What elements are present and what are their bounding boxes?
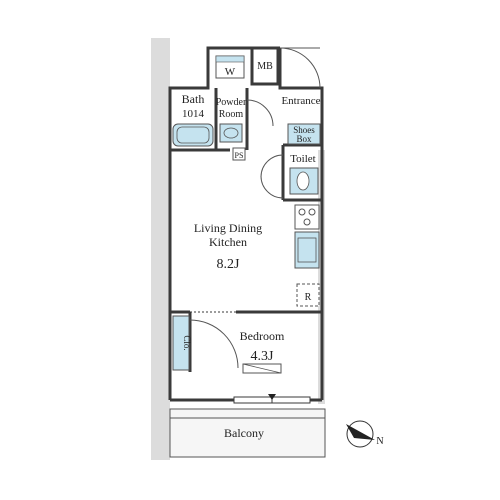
shoes-box [287,123,321,145]
balcony-floor [169,408,326,458]
ldk-label-2: Kitchen [209,235,247,249]
bedroom-label: Bedroom [240,329,285,343]
ldk-size-label: 8.2J [217,257,241,272]
fixtures [172,55,321,374]
shoes-box-label-2: Box [296,134,312,144]
entrance-label: Entrance [281,95,320,107]
ps-label: PS [235,151,244,160]
bath-size-label: 1014 [182,108,205,120]
door-swings [189,47,321,369]
bedroom-size-label: 4.3J [251,349,275,364]
closet-fixture [172,315,190,371]
walls [168,46,324,402]
kitchen-sink [294,231,320,269]
bath-label: Bath [182,92,205,106]
left-exterior-wall [151,38,170,460]
entry-arrow [268,394,276,400]
ldk-label-1: Living Dining [194,221,262,235]
toilet-label: Toilet [290,153,316,165]
closet-label: Clo. [182,335,192,350]
powder-room-label-2: Room [219,109,244,120]
compass-needle-icon [346,424,375,440]
washer-label: W [225,66,236,78]
shoes-box-label-1: Shoes [293,125,315,135]
powder-sink [219,123,243,143]
bathtub [172,123,214,147]
balcony-label: Balcony [224,426,264,440]
refrigerator [296,283,320,307]
north-compass: N [346,420,384,448]
mb-label: MB [257,61,273,72]
compass-label: N [376,436,383,447]
pipe-space [232,147,246,161]
refrigerator-label: R [305,292,312,303]
powder-room-label-1: Powder [216,97,247,108]
